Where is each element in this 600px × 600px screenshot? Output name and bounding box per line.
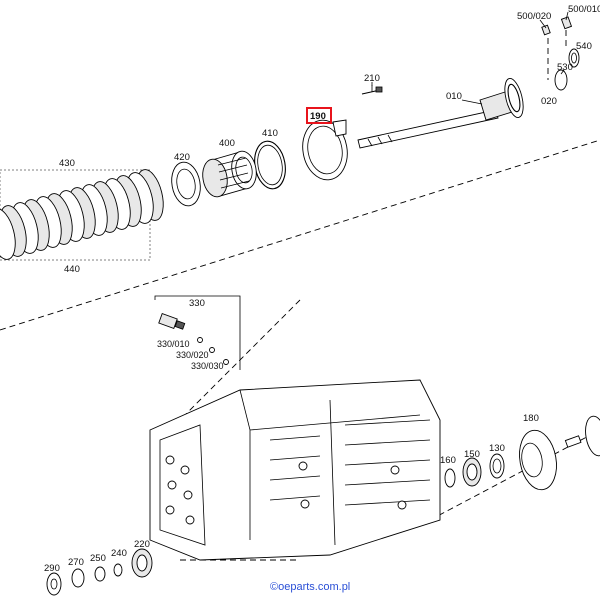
label-130: 130 <box>489 443 505 454</box>
label-250: 250 <box>90 553 106 564</box>
pin-210 <box>361 85 383 95</box>
ring-160 <box>444 468 456 488</box>
ring-240 <box>113 563 123 577</box>
label-240: 240 <box>111 548 127 559</box>
washer-270 <box>71 568 85 588</box>
shaft-010 <box>357 78 524 149</box>
leader-lines <box>371 11 569 105</box>
label-330-020: 330/020 <box>176 350 209 360</box>
watermark-text: ©oeparts.com.pl <box>270 581 350 593</box>
label-540: 540 <box>576 41 592 52</box>
label-420: 420 <box>174 152 190 163</box>
bearing-150 <box>462 457 482 487</box>
bottom-left-parts <box>46 548 153 596</box>
parts-500-series <box>541 16 580 91</box>
part-labels: 500/020 500/010 540 530 020 010 210 190 … <box>44 4 600 574</box>
right-side-parts <box>444 415 600 491</box>
label-330-010: 330/010 <box>157 339 190 349</box>
label-220: 220 <box>134 539 150 550</box>
label-400: 400 <box>219 138 235 149</box>
label-150: 150 <box>464 449 480 460</box>
label-190: 190 <box>310 111 326 122</box>
snap-ring-410 <box>254 140 286 190</box>
clutch-disc-pack <box>0 169 164 261</box>
ring-250 <box>94 566 106 582</box>
label-180: 180 <box>523 413 539 424</box>
label-330-030: 330/030 <box>191 361 224 371</box>
seal-carrier-180 <box>519 429 557 491</box>
sensor-330 <box>154 295 241 370</box>
needle-bearing-400 <box>202 150 257 198</box>
seal-right-edge <box>564 415 600 457</box>
label-330: 330 <box>189 298 205 309</box>
clutch-discs <box>0 169 164 260</box>
label-160: 160 <box>440 455 456 466</box>
label-530: 530 <box>557 62 573 73</box>
sleeve-190 <box>302 119 348 181</box>
label-210: 210 <box>364 73 380 84</box>
seal-130 <box>489 453 505 479</box>
label-440: 440 <box>64 264 80 275</box>
label-500-020: 500/020 <box>517 11 551 22</box>
label-410: 410 <box>262 128 278 139</box>
label-020: 020 <box>541 96 557 107</box>
label-500-010: 500/010 <box>568 4 600 15</box>
label-290: 290 <box>44 563 60 574</box>
label-270: 270 <box>68 557 84 568</box>
transmission-housing <box>149 379 441 561</box>
seal-220 <box>131 548 153 578</box>
label-430: 430 <box>59 158 75 169</box>
label-010: 010 <box>446 91 462 102</box>
washer-290 <box>46 572 62 596</box>
washer-420 <box>171 161 201 207</box>
highlight-box-190 <box>306 107 332 124</box>
housing-bolt-holes <box>165 455 407 525</box>
